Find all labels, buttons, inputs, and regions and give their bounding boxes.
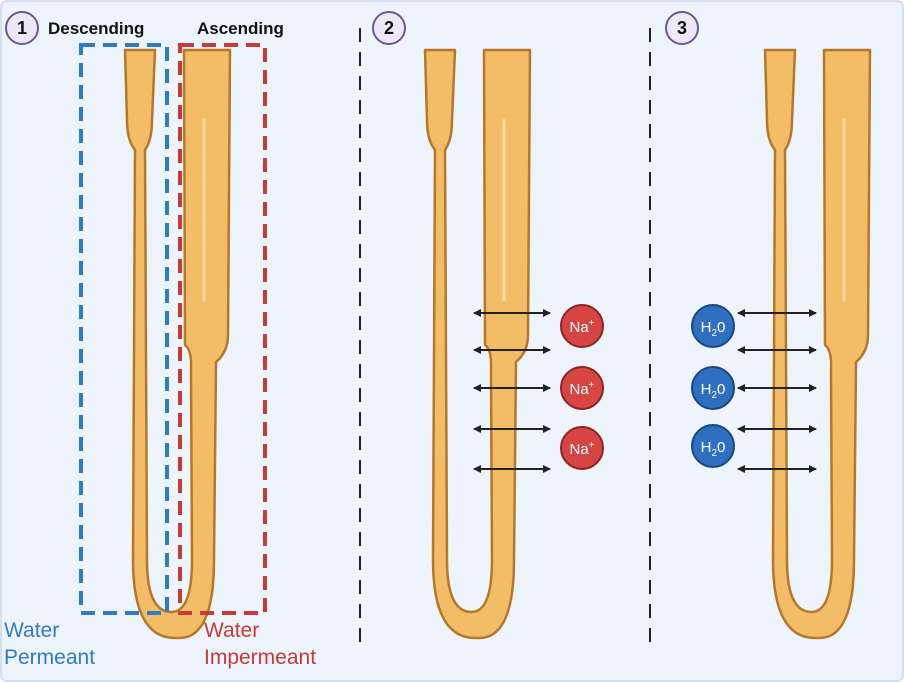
step-badge-1-number: 1: [17, 18, 27, 38]
sodium-ion-symbol: Na: [569, 319, 589, 336]
panel-2-transport-arrows: [473, 309, 551, 473]
panel-3-transport-arrows: [737, 309, 817, 473]
step-badge-3: 3: [665, 11, 699, 45]
water-symbol-h: H: [701, 439, 712, 456]
water-impermeant-label-line1: Water: [204, 619, 259, 642]
water-permeant-label-line2: Permeant: [4, 646, 95, 669]
svg-text:H20: H20: [701, 439, 726, 459]
water-symbol-o: 0: [717, 381, 725, 398]
water-molecule: H20: [691, 304, 735, 348]
water-impermeant-box: [178, 43, 267, 615]
water-molecule: H20: [691, 424, 735, 468]
water-symbol-sub: 2: [711, 328, 717, 339]
ascending-label: Ascending: [197, 19, 284, 38]
svg-text:Na+: Na+: [569, 318, 594, 336]
svg-text:H20: H20: [701, 381, 726, 401]
water-permeant-label-line1: Water: [4, 619, 59, 642]
svg-text:Na+: Na+: [569, 380, 594, 398]
sodium-ion: Na+: [560, 426, 604, 470]
water-symbol-sub: 2: [711, 390, 717, 401]
svg-text:Na+: Na+: [569, 440, 594, 458]
sodium-ion-charge: +: [589, 318, 595, 329]
water-symbol-o: 0: [717, 319, 725, 336]
water-impermeant-label-line2: Impermeant: [204, 646, 316, 669]
sodium-ion-charge: +: [589, 440, 595, 451]
sodium-ion: Na+: [560, 366, 604, 410]
sodium-ion: Na+: [560, 304, 604, 348]
sodium-ion-symbol: Na: [569, 441, 589, 458]
water-symbol-h: H: [701, 381, 712, 398]
sodium-ion-charge: +: [589, 380, 595, 391]
step-badge-1: 1: [5, 11, 39, 45]
svg-text:H20: H20: [701, 319, 726, 339]
water-molecule: H20: [691, 366, 735, 410]
step-badge-2-number: 2: [384, 18, 394, 38]
sodium-ion-symbol: Na: [569, 381, 589, 398]
descending-label: Descending: [48, 19, 144, 38]
step-badge-3-number: 3: [677, 18, 687, 38]
step-badge-2: 2: [372, 11, 406, 45]
water-symbol-o: 0: [717, 439, 725, 456]
water-symbol-h: H: [701, 319, 712, 336]
tubules-layer: [123, 48, 872, 640]
water-symbol-sub: 2: [711, 448, 717, 459]
water-permeant-box: [79, 43, 169, 615]
